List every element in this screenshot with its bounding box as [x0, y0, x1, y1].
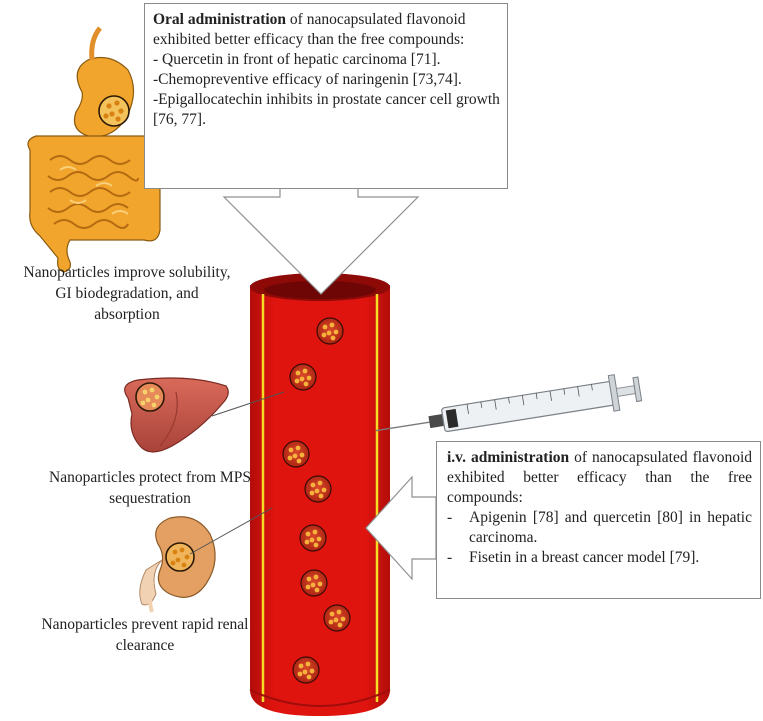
iv-administration-box: i.v. administration of nanocapsulated fl…	[436, 441, 761, 599]
nanoparticle	[292, 656, 320, 684]
oral-item: -Chemopreventive efficacy of naringenin …	[153, 71, 462, 88]
left-arrow	[365, 475, 437, 581]
nanoparticle	[304, 475, 332, 503]
iv-list: -Apigenin [78] and quercetin [80] in hep…	[447, 508, 752, 568]
nanoparticle	[323, 604, 351, 632]
nanoparticle	[316, 317, 344, 345]
iv-item: -Apigenin [78] and quercetin [80] in hep…	[447, 508, 752, 548]
list-dash: -	[447, 549, 453, 566]
intestine-icon	[27, 26, 162, 273]
nanoparticle	[299, 524, 327, 552]
oral-intro-rest: of nanocapsulated flavonoid exhibited be…	[153, 11, 466, 48]
nanoparticle	[300, 569, 328, 597]
nanoparticle	[282, 440, 310, 468]
oral-item: -Epigallocatechin inhibits in prostate c…	[153, 91, 500, 128]
iv-item: -Fisetin in a breast cancer model [79].	[447, 548, 752, 568]
oral-administration-box: Oral administration of nanocapsulated fl…	[144, 3, 508, 189]
renal-caption: Nanoparticles prevent rapid renal cleara…	[41, 616, 249, 654]
iv-intro: i.v. administration of nanocapsulated fl…	[447, 448, 752, 508]
iv-lead: i.v. administration	[447, 449, 570, 466]
liver-caption: Nanoparticles protect from MPS sequestra…	[49, 469, 251, 507]
oral-intro: Oral administration of nanocapsulated fl…	[153, 10, 501, 50]
kidney-icon	[139, 507, 273, 613]
gi-caption: Nanoparticles improve solubility, GI bio…	[23, 264, 231, 323]
list-dash: -	[447, 509, 453, 526]
down-arrow	[222, 187, 420, 295]
iv-item-text: Fisetin in a breast cancer model [79].	[469, 549, 700, 566]
iv-item-text: Apigenin [78] and quercetin [80] in hepa…	[469, 509, 752, 546]
syringe-icon	[375, 374, 643, 433]
nanoparticles	[282, 317, 351, 684]
oral-lead: Oral administration	[153, 11, 287, 28]
nanoparticle	[289, 363, 317, 391]
liver-icon	[124, 377, 285, 453]
iv-intro-rest: of nanocapsulated flavonoid exhibited be…	[447, 449, 752, 506]
oral-item: - Quercetin in front of hepatic carcinom…	[153, 51, 441, 68]
